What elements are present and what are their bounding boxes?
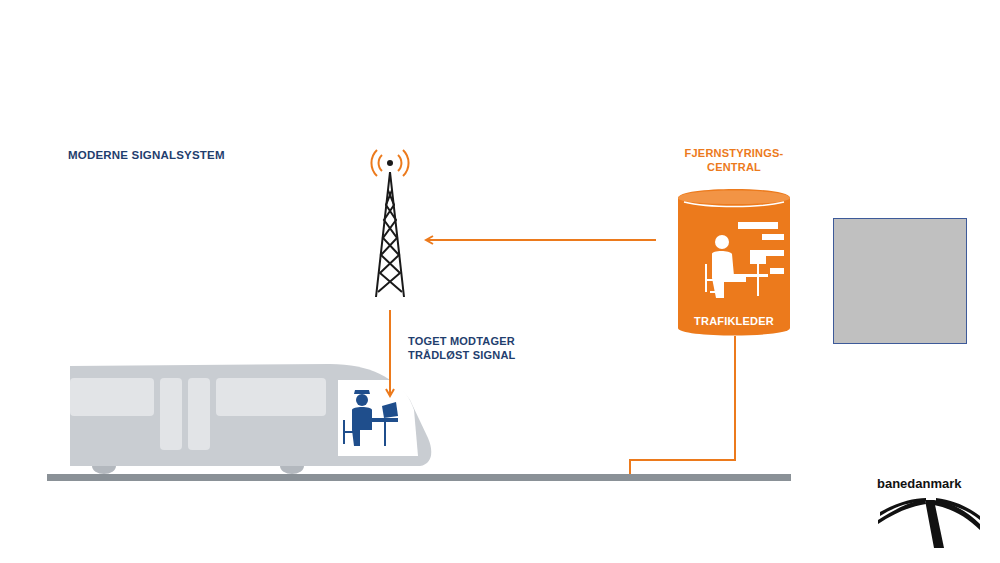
logo-mark xyxy=(878,498,980,548)
cylinder-rim xyxy=(684,202,784,207)
window xyxy=(762,234,784,240)
node-heading: FJERNSTYRINGS- CENTRAL xyxy=(674,146,794,174)
node-label: TRAFIKLEDER xyxy=(678,314,790,328)
chair xyxy=(706,264,718,292)
signal-arrow xyxy=(426,239,656,241)
rail xyxy=(47,474,791,481)
window xyxy=(770,268,784,274)
signal-arrow xyxy=(389,310,391,396)
cylinder-body xyxy=(678,189,790,336)
control-center: FJERNSTYRINGS- CENTRAL TRAFIKLEDER xyxy=(658,140,810,340)
train xyxy=(70,364,431,474)
logo-text: banedanmark xyxy=(877,477,987,491)
cylinder-top xyxy=(678,191,790,205)
monitor xyxy=(750,250,766,264)
placeholder-box xyxy=(834,219,967,344)
desk-leg xyxy=(757,277,759,296)
window xyxy=(766,250,784,256)
window xyxy=(738,222,778,229)
monitor-stand xyxy=(757,264,759,274)
radio-tower xyxy=(371,150,408,297)
cable xyxy=(630,336,735,474)
diagram-title: MODERNE SIGNALSYSTEM xyxy=(68,148,225,162)
callout-text: TOGET MODTAGER TRÅDLØST SIGNAL xyxy=(408,334,538,362)
desk xyxy=(728,274,768,277)
operator-head xyxy=(715,235,729,249)
